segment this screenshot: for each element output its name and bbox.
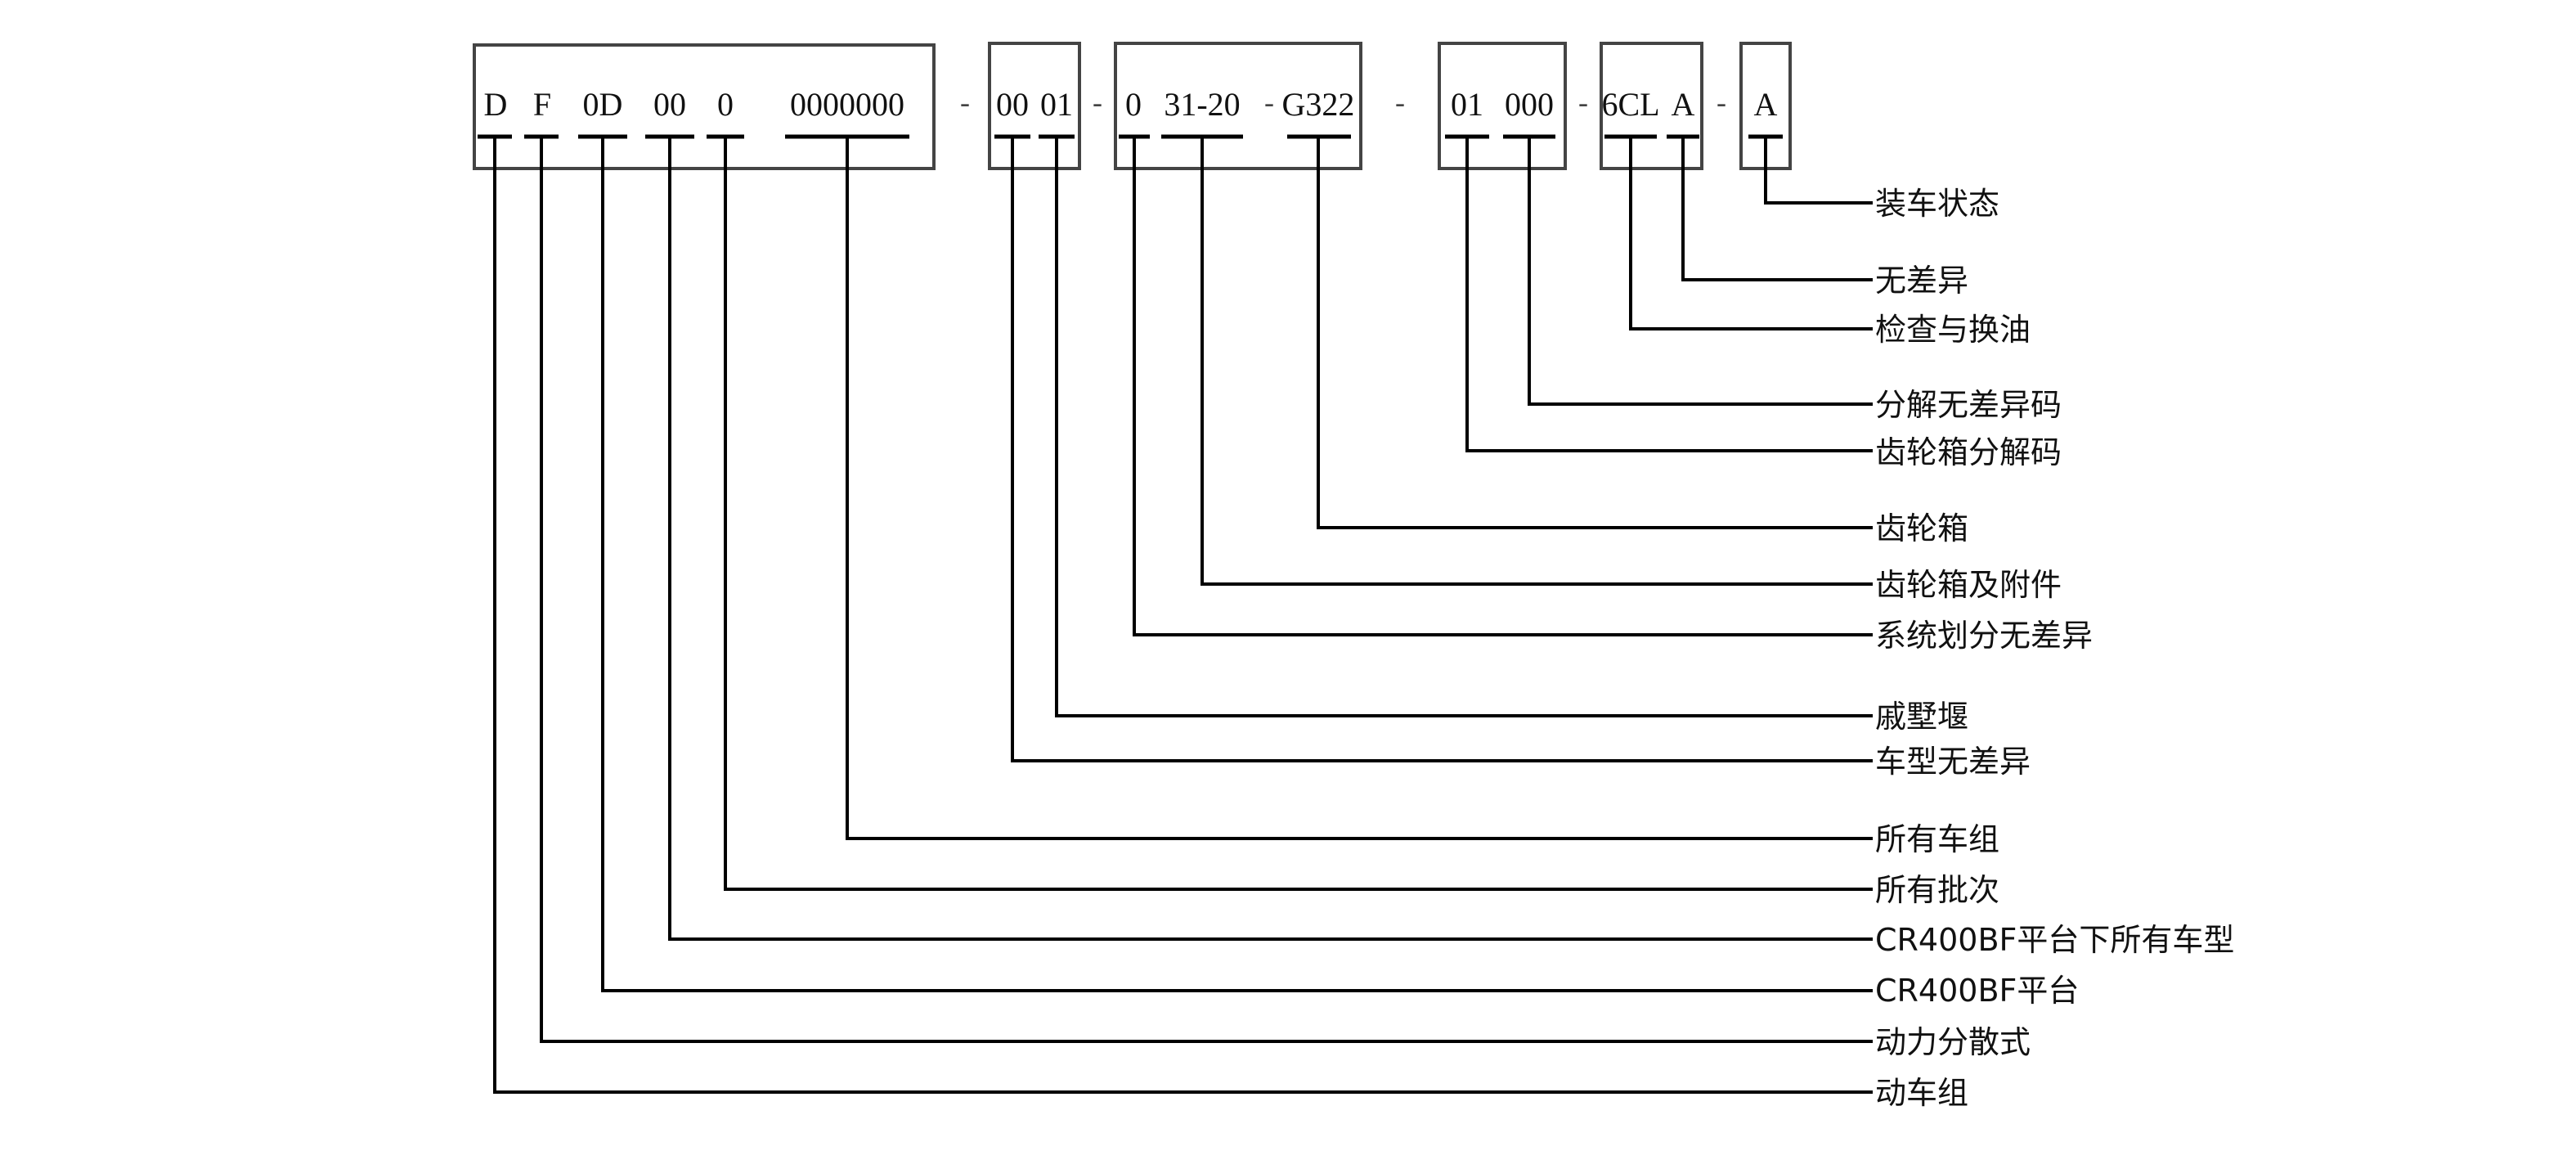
leader-line <box>1317 137 1873 529</box>
segment-label: 分解无差异码 <box>1875 387 2062 423</box>
code-segment: 01 <box>1451 86 1483 123</box>
leader-line <box>1011 137 1873 762</box>
code-segment: 000 <box>1505 86 1554 123</box>
segment-label: 车型无差异 <box>1875 744 2031 780</box>
segment-label: 齿轮箱 <box>1875 510 1968 546</box>
code-segment: A <box>1672 86 1695 123</box>
separator-5: - <box>1717 86 1726 119</box>
code-box-5 <box>1600 42 1703 170</box>
leader-line <box>540 137 1873 1043</box>
segment-label: 动车组 <box>1875 1075 1968 1111</box>
segment-label: 系统划分无差异 <box>1875 618 2093 654</box>
leader-line <box>493 137 1873 1094</box>
segment-label: 检查与换油 <box>1875 312 2031 348</box>
separator-3: - <box>1395 86 1405 119</box>
segment-label: 动力分散式 <box>1875 1024 2031 1060</box>
code-segment: 0000000 <box>790 86 904 123</box>
leader-lines <box>493 137 1873 1094</box>
code-box-4 <box>1438 42 1567 170</box>
code-segment: 01 <box>1040 86 1073 123</box>
code-box-2 <box>988 42 1081 170</box>
leader-line <box>668 137 1873 941</box>
code-segment: 0 <box>717 86 734 123</box>
segment-label: 所有批次 <box>1875 872 1999 908</box>
separator-inner: - <box>1264 86 1274 119</box>
code-box-3 <box>1114 42 1362 170</box>
code-segment: 00 <box>996 86 1029 123</box>
segment-label: 戚墅堰 <box>1875 699 1968 735</box>
leader-line <box>846 137 1873 840</box>
segment-label: 装车状态 <box>1875 186 1999 222</box>
leader-line <box>1465 137 1873 452</box>
code-segment: D <box>484 86 508 123</box>
segment-label: 齿轮箱分解码 <box>1875 434 2062 470</box>
leader-line <box>1055 137 1873 717</box>
segment-label: 所有车组 <box>1875 821 1999 857</box>
code-segment: 6CL <box>1601 86 1659 123</box>
leader-line <box>1528 137 1873 406</box>
segment-label: CR400BF平台下所有车型 <box>1875 922 2234 958</box>
segment-label: 齿轮箱及附件 <box>1875 567 2062 603</box>
code-segment: 00 <box>653 86 686 123</box>
leader-line <box>1764 137 1873 205</box>
leader-line <box>601 137 1873 992</box>
separator-2: - <box>1093 86 1102 119</box>
labels: 装车状态 无差异 检查与换油 分解无差异码 齿轮箱分解码 齿轮箱 齿轮箱及附件 … <box>1875 186 2234 1111</box>
leader-line <box>1200 137 1873 586</box>
code-segment: F <box>533 86 551 123</box>
code-segment: G322 <box>1282 86 1355 123</box>
leader-line <box>1629 137 1873 330</box>
leader-line <box>1681 137 1873 281</box>
code-segment: 0D <box>583 86 623 123</box>
code-segment: 0 <box>1125 86 1142 123</box>
separator-4: - <box>1578 86 1588 119</box>
segment-label: CR400BF平台 <box>1875 973 2079 1009</box>
leader-line <box>1133 137 1873 636</box>
separator-1: - <box>960 86 970 119</box>
code-box-1 <box>473 43 936 170</box>
leader-line <box>724 137 1873 891</box>
code-segment: A <box>1754 86 1778 123</box>
segment-label: 无差异 <box>1875 263 1968 299</box>
code-segment: 31-20 <box>1164 86 1240 123</box>
